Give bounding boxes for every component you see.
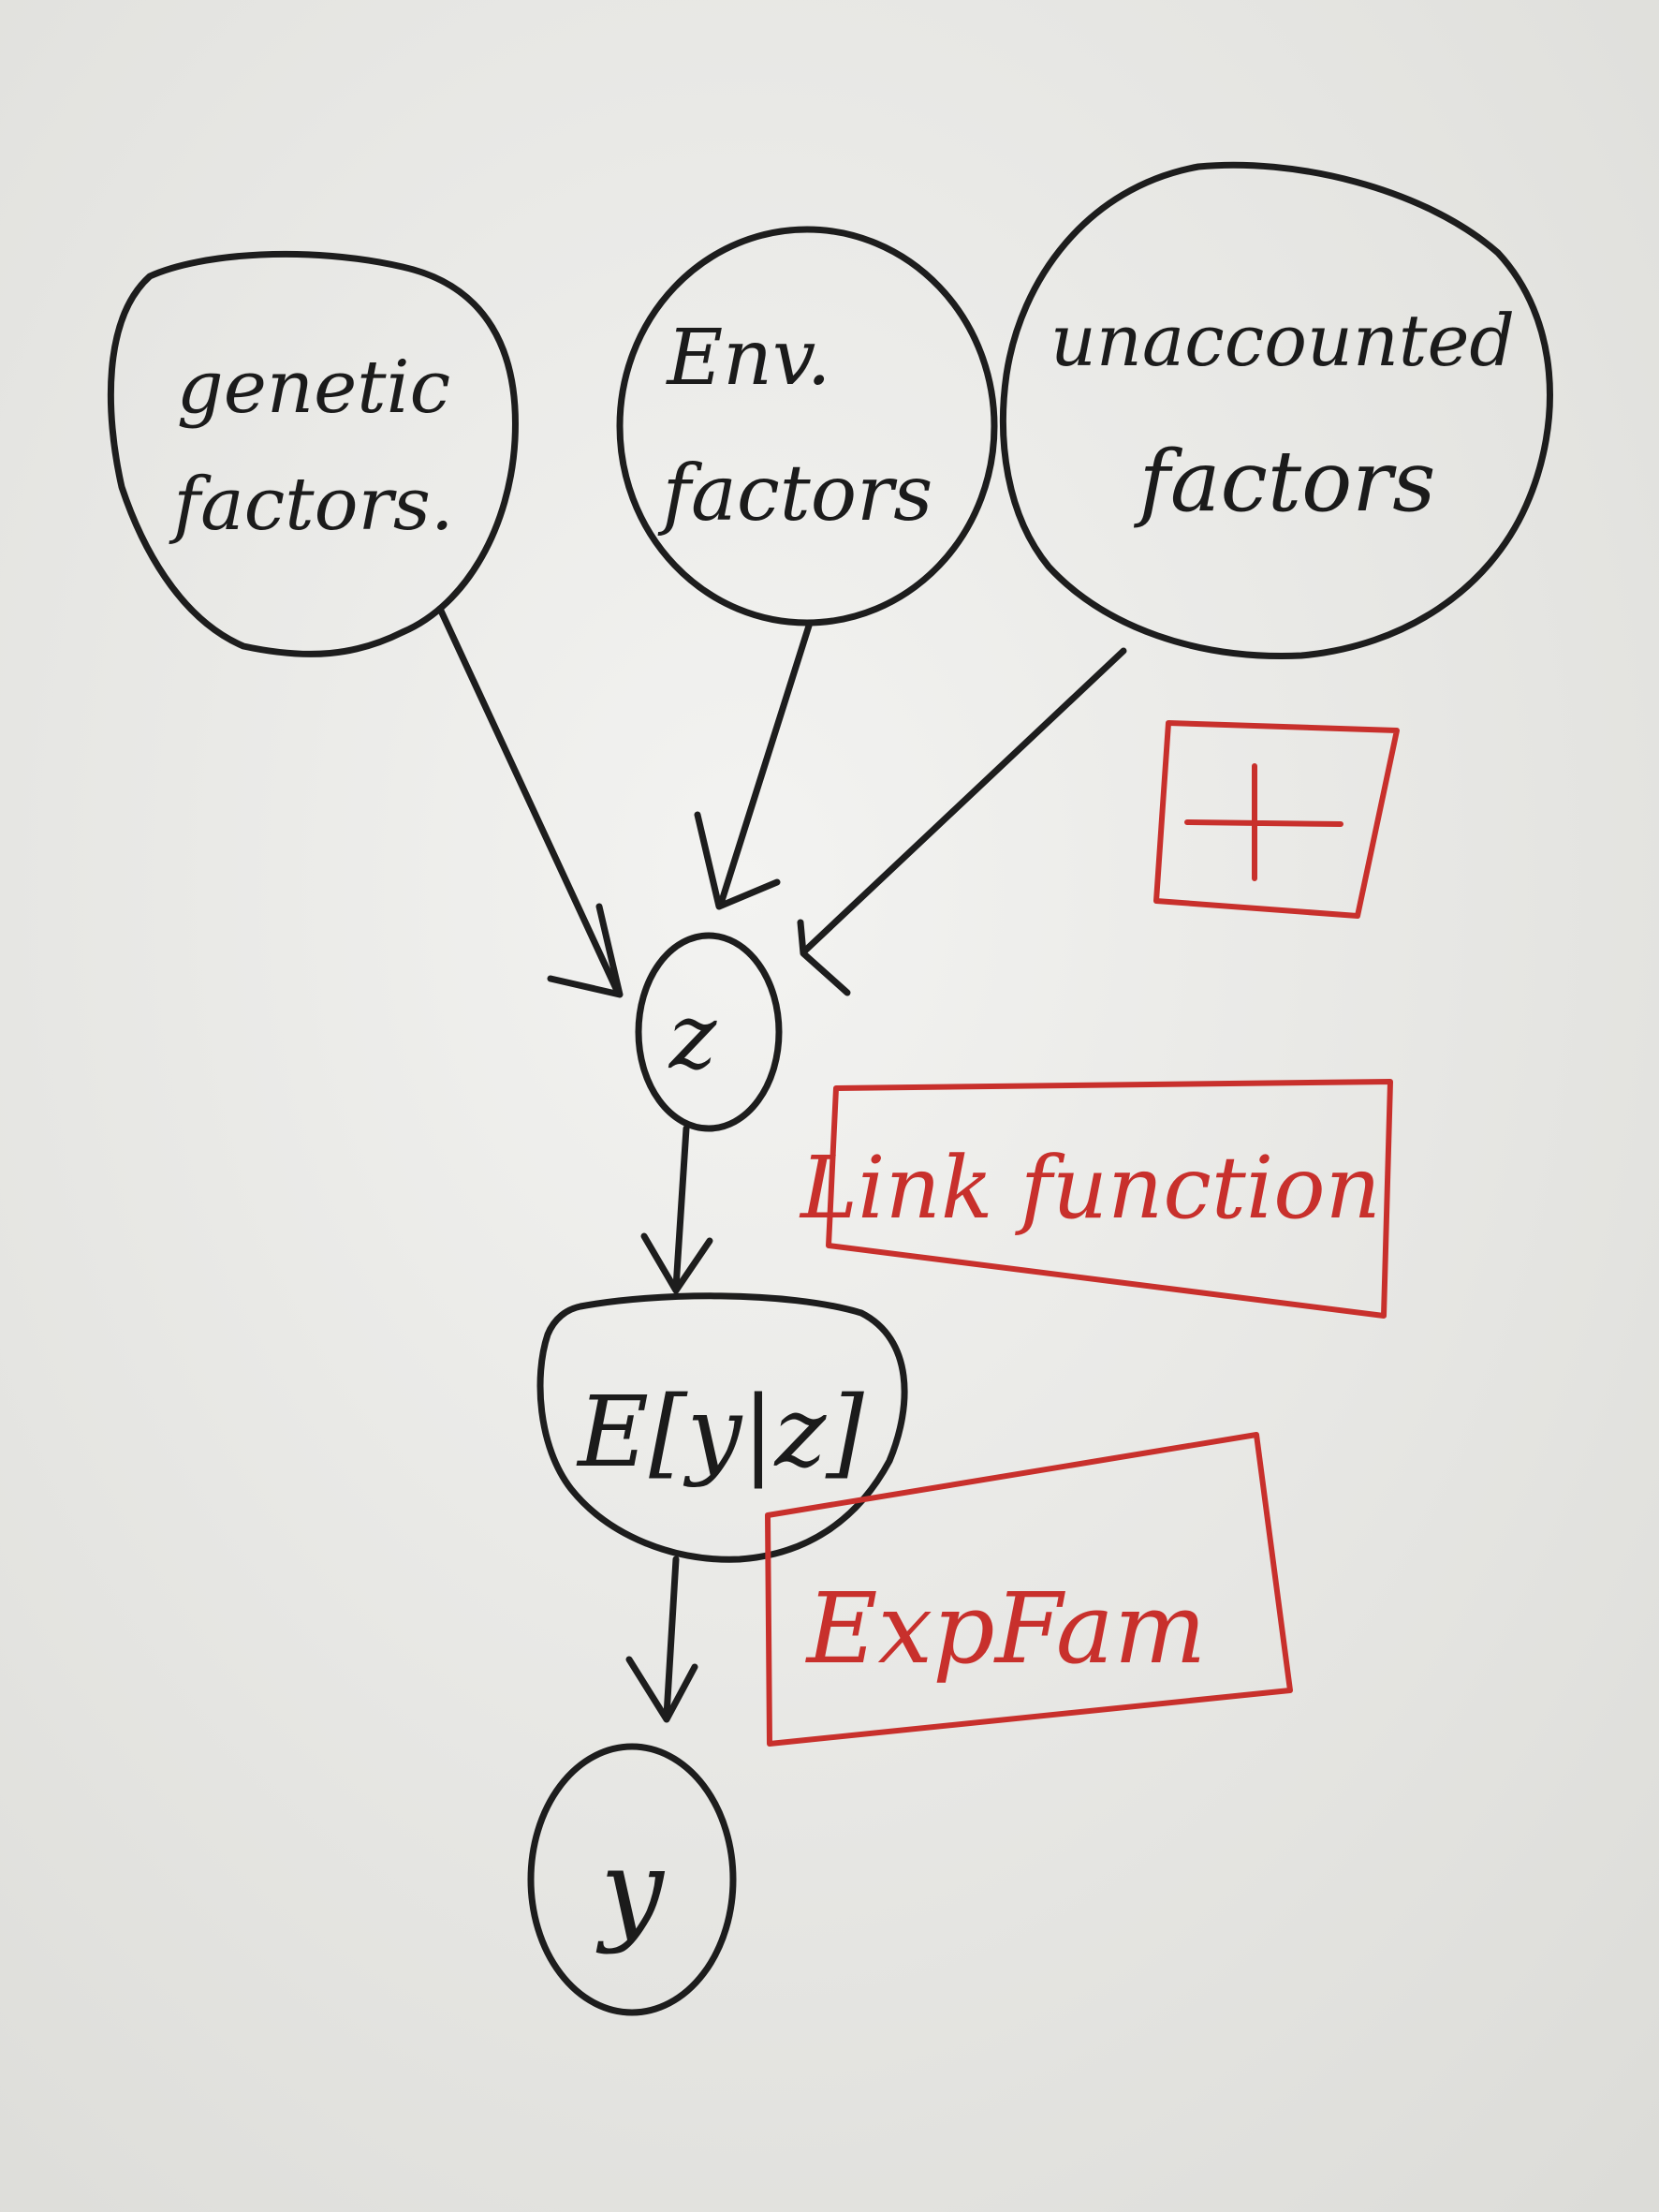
node-unaccounted-factors: unaccounted factors bbox=[1000, 161, 1553, 659]
annotation-sum-box-outline bbox=[1153, 720, 1400, 919]
edge-expectation-to-y-arrowhead bbox=[625, 1656, 698, 1723]
edge-z-to-expectation-arrowhead bbox=[640, 1232, 713, 1294]
edge-unaccounted-to-z-line bbox=[801, 647, 1127, 954]
node-z-label: z bbox=[668, 984, 718, 1089]
annotation-expfam-box: ExpFam bbox=[765, 1432, 1293, 1747]
node-y: y bbox=[527, 1743, 737, 2016]
annotation-expfam-box-outline bbox=[765, 1432, 1293, 1747]
node-genetic-factors-label-line2: factors. bbox=[169, 463, 453, 547]
edge-unaccounted-to-z bbox=[797, 647, 1127, 996]
edge-z-to-expectation-line bbox=[672, 1125, 690, 1291]
edge-genetic-to-z-line bbox=[436, 605, 622, 996]
annotation-expfam-label: ExpFam bbox=[805, 1571, 1207, 1686]
edge-env-to-z bbox=[694, 619, 814, 910]
edge-expectation-to-y-line bbox=[663, 1556, 680, 1719]
node-y-label: y bbox=[595, 1826, 666, 1956]
node-unaccounted-factors-label-line2: factors bbox=[1134, 433, 1436, 531]
node-z: z bbox=[635, 932, 783, 1132]
node-y-outline bbox=[527, 1743, 737, 2016]
annotation-link-function-box-outline bbox=[826, 1079, 1393, 1319]
edge-genetic-to-z bbox=[436, 605, 624, 998]
node-unaccounted-factors-outline bbox=[1000, 161, 1553, 659]
annotation-link-function-label: Link function bbox=[799, 1138, 1381, 1238]
node-genetic-factors-outline bbox=[107, 250, 519, 657]
edge-env-to-z-arrowhead bbox=[694, 811, 781, 910]
edge-unaccounted-to-z-arrowhead bbox=[797, 919, 851, 996]
edge-z-to-expectation bbox=[640, 1125, 713, 1294]
edge-expectation-to-y bbox=[625, 1556, 698, 1723]
node-env-factors-label-line2: factors bbox=[657, 450, 933, 538]
node-env-factors-label-line1: Env. bbox=[665, 314, 830, 403]
node-expectation-outline bbox=[536, 1292, 908, 1563]
node-expectation: E[y|z] bbox=[536, 1292, 908, 1563]
annotation-link-function-box: Link function bbox=[799, 1079, 1393, 1319]
node-genetic-factors-label-line1: genetic bbox=[177, 346, 450, 430]
plus-icon bbox=[1184, 763, 1343, 881]
node-expectation-label: E[y|z] bbox=[576, 1375, 864, 1489]
node-unaccounted-factors-label-line1: unaccounted bbox=[1050, 299, 1515, 382]
edge-genetic-to-z-arrowhead bbox=[547, 903, 624, 998]
node-genetic-factors: genetic factors. bbox=[107, 250, 519, 657]
edge-env-to-z-line bbox=[717, 619, 814, 907]
node-z-outline bbox=[635, 932, 783, 1132]
annotation-sum-box: + bbox=[1153, 720, 1400, 919]
